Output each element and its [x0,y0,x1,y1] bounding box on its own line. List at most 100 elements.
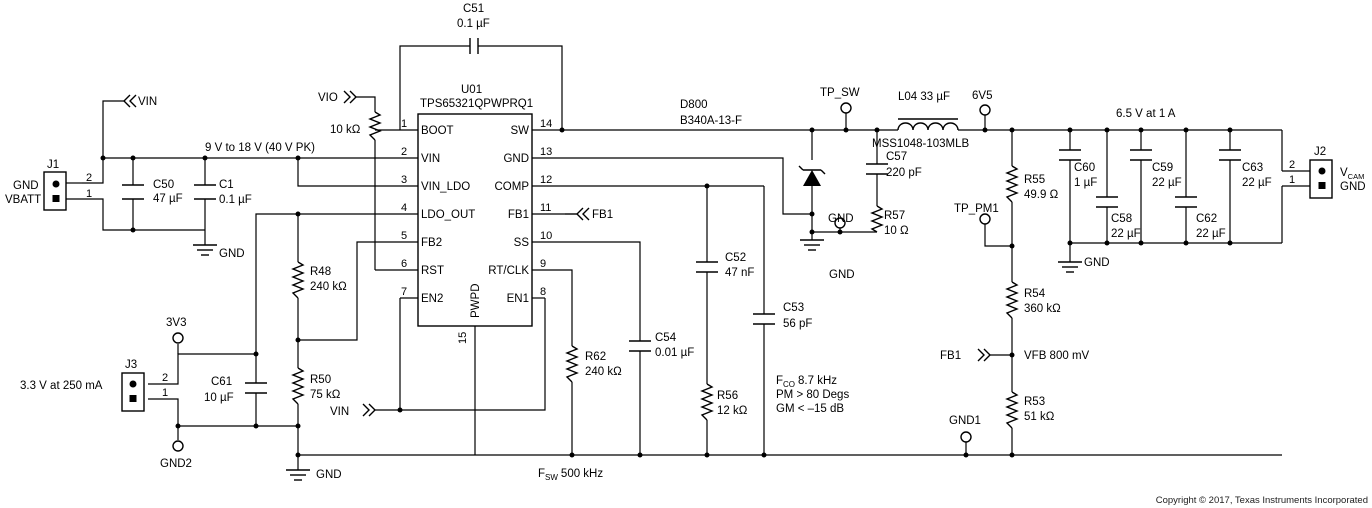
gnd-diode-icon [800,239,824,251]
pin-en2: EN2 [421,293,443,305]
d800-diode [798,165,826,186]
tp-sw-icon [840,102,852,114]
tp-pm1-label: TP_PM1 [954,203,999,215]
pin-num-15: 15 [457,332,469,344]
c62-capacitor [1175,196,1197,208]
tp-gnd2-icon [172,440,184,452]
j3-pin2-num: 2 [162,372,168,384]
output-description: 6.5 V at 1 A [1116,108,1176,120]
c61-value: 10 µF [204,392,234,404]
pin-sw: SW [510,125,529,137]
tp-pm1-icon [979,213,991,225]
pin-ss: SS [514,237,530,249]
gnd-bottom-icon [286,469,310,481]
j2-ref: J2 [1314,146,1326,158]
j1-pin1-num: 1 [86,188,92,200]
r50-value: 75 kΩ [310,389,341,401]
c53-capacitor [753,313,775,325]
ldo-wires [148,213,1282,470]
pin-num-6: 6 [401,258,407,270]
c51-value: 0.1 µF [457,18,490,30]
pin-num-4: 4 [401,202,407,214]
pin-num-9: 9 [540,258,546,270]
c50-capacitor [122,184,144,200]
ic-right-pins [474,129,565,455]
tp-gnd1-icon [960,431,972,443]
d800-part: B340A-13-F [680,115,742,127]
c57-value: 220 pF [886,167,922,179]
c63-capacitor [1219,149,1241,161]
pin-num-11: 11 [540,202,551,214]
l04-label: L04 33 µF [898,91,950,103]
r53-value: 51 kΩ [1024,411,1055,423]
vin-bottom-chevron-icon [362,403,376,417]
ic-left-pins [375,129,418,299]
c57-ref: C57 [886,151,907,163]
c59-value: 22 µF [1152,177,1182,189]
r54-resistor [1005,281,1019,319]
tp-3v3-label: 3V3 [166,317,186,329]
c52-ref: C52 [725,252,746,264]
r55-resistor [1005,165,1019,203]
c60-value: 1 µF [1074,177,1097,189]
j1-connector [43,171,67,211]
vio-net-label: VIO [318,92,338,104]
r-vio-value: 10 kΩ [330,124,361,136]
r48-ref: R48 [310,266,331,278]
c53-ref: C53 [783,302,804,314]
input-wires [66,100,375,245]
l04-inductor [897,122,959,131]
pin-num-10: 10 [540,230,552,242]
tp-6v5-label: 6V5 [972,90,992,102]
j1-pin1 [52,195,60,202]
comp-wires [565,185,765,455]
r54-value: 360 kΩ [1024,303,1061,315]
r57-value: 10 Ω [884,225,909,237]
c52-capacitor [696,261,718,273]
pin-vin-ldo: VIN_LDO [421,181,470,193]
pin-boot: BOOT [421,125,454,137]
r56-value: 12 kΩ [717,405,748,417]
c50-ref: C50 [153,179,174,191]
pin-rt-clk: RT/CLK [488,265,529,277]
gnd-diode-label: GND [829,269,855,281]
c58-value: 22 µF [1111,228,1141,240]
j1-pin2 [52,180,60,188]
j1-pin2-num: 2 [86,172,92,184]
tp-6v5-icon [979,104,991,116]
input-range-label: 9 V to 18 V (40 V PK) [205,142,315,154]
vin-top-chevron-icon [123,94,137,108]
j3-ref: J3 [125,359,137,371]
vio-wires [356,96,376,270]
pin-num-8: 8 [540,286,546,298]
pin-num-12: 12 [540,174,552,186]
fb1-in-chevron-icon [565,207,590,221]
gnd-input-label: GND [219,248,245,260]
r62-value: 240 kΩ [585,366,622,378]
r62-resistor [565,345,579,383]
j3-pin2 [129,380,137,388]
copyright-text: Copyright © 2017, Texas Instruments Inco… [1156,495,1368,506]
pin-num-2: 2 [401,146,407,158]
ic-part-number: TPS65321QPWPRQ1 [420,98,533,110]
c61-ref: C61 [211,376,232,388]
r48-resistor [291,261,305,299]
c51-wires [399,45,563,130]
c60-capacitor [1059,149,1081,161]
gnd-snubber-label: GND [828,213,854,225]
c63-ref: C63 [1242,162,1263,174]
c1-ref: C1 [219,179,234,191]
j3-description: 3.3 V at 250 mA [20,380,103,392]
r57-ref: R57 [884,210,905,222]
pin-rst: RST [421,265,444,277]
c61-capacitor [245,382,267,394]
pin-vin: VIN [421,153,440,165]
l04-part: MSS1048-103MLB [872,138,969,150]
pin-num-5: 5 [401,230,407,242]
pin-num-7: 7 [401,286,407,298]
gnd-bottom-label: GND [316,469,342,481]
tp-sw-label: TP_SW [820,87,860,99]
c58-ref: C58 [1111,213,1132,225]
j3-connector [121,372,145,412]
